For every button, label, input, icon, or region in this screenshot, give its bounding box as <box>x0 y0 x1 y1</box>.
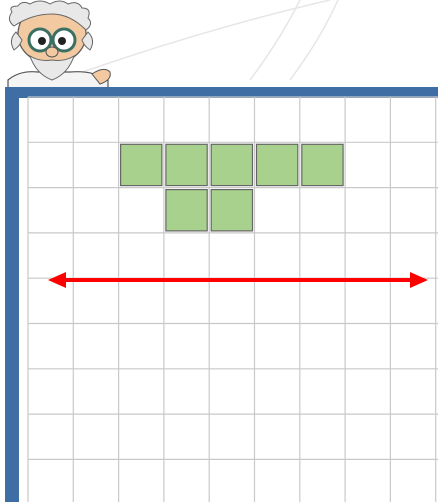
shape-cell <box>211 190 252 231</box>
swoosh-3 <box>290 0 338 80</box>
mascot-eye-left <box>38 37 46 45</box>
shape-cell <box>166 190 207 231</box>
shape-cell <box>121 144 162 185</box>
shape-cell <box>166 144 207 185</box>
shape-cell <box>257 144 298 185</box>
swoosh-2 <box>250 0 300 80</box>
shape-cell <box>211 144 252 185</box>
shape-cell <box>302 144 343 185</box>
swoosh-1 <box>60 0 330 80</box>
mascot-nose <box>46 47 58 57</box>
mascot-eye-right <box>58 37 66 45</box>
scientist-icon <box>8 1 110 90</box>
